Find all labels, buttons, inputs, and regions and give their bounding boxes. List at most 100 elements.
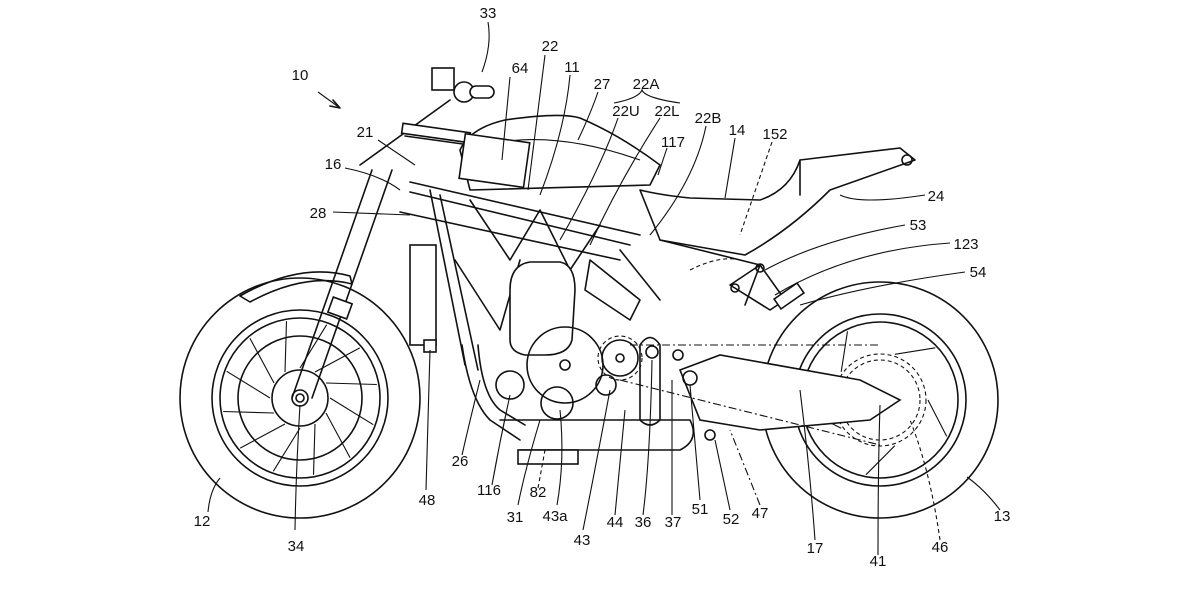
leader-43 — [582, 389, 611, 531]
label-47: 47 — [752, 505, 769, 522]
fork-tube-rear — [311, 169, 393, 399]
frame-pivot-plate — [619, 249, 661, 301]
engine-boss — [495, 370, 525, 400]
leader-53 — [764, 224, 906, 271]
leader-27 — [577, 91, 599, 141]
leader-10 — [317, 91, 341, 109]
spoke — [226, 370, 271, 399]
leader-36 — [642, 359, 653, 516]
reference-labels: 10 33 64 22 11 27 22A 22U 22L 22B 14 152… — [194, 5, 1011, 570]
label-22L: 22L — [654, 103, 679, 120]
label-22: 22 — [542, 38, 559, 55]
leader-54 — [799, 271, 966, 306]
crank-center — [559, 359, 571, 371]
fork-tube-front — [291, 169, 373, 399]
leader-33 — [481, 21, 490, 73]
label-28: 28 — [310, 205, 327, 222]
engine — [495, 259, 695, 465]
linkage-pivot — [645, 345, 659, 359]
handlebar-grip — [469, 85, 495, 99]
front-spokes — [223, 321, 377, 475]
fork-clamp-lower — [326, 296, 354, 320]
drive-sprocket-teeth — [597, 335, 643, 381]
frame-upper-rail-2 — [409, 181, 641, 236]
cylinder-head — [584, 259, 641, 321]
label-41: 41 — [870, 553, 887, 570]
label-152: 152 — [762, 126, 787, 143]
leader-17 — [799, 389, 816, 541]
bracket-bolt-2 — [730, 283, 740, 293]
label-36: 36 — [635, 514, 652, 531]
label-11: 11 — [564, 59, 580, 76]
frame-truss — [469, 199, 601, 271]
exhaust-header — [461, 344, 521, 441]
spoke — [894, 347, 936, 355]
leader-41 — [877, 404, 881, 556]
shock-mount — [704, 429, 716, 441]
air-box — [458, 132, 531, 189]
label-54: 54 — [970, 264, 987, 281]
front-wheel — [179, 271, 421, 519]
label-10: 10 — [292, 67, 309, 84]
label-22U: 22U — [612, 103, 640, 120]
leader-31 — [517, 419, 541, 506]
front-brake-disc — [237, 335, 363, 461]
leader-22L — [589, 117, 661, 246]
label-22B: 22B — [695, 110, 722, 127]
chain-lower — [619, 379, 881, 446]
label-13: 13 — [994, 508, 1011, 525]
fuel-tank — [459, 114, 661, 191]
label-37: 37 — [665, 514, 682, 531]
cylinder-cover — [509, 261, 576, 356]
label-27: 27 — [594, 76, 611, 93]
leader-11 — [539, 74, 571, 196]
seat-and-tail — [639, 147, 916, 256]
front-rim-inner — [219, 317, 381, 479]
leader-34 — [294, 404, 301, 531]
spoke — [272, 427, 301, 472]
leader-46 — [909, 419, 941, 541]
leader-16 — [344, 167, 401, 191]
leader-24 — [839, 194, 926, 201]
label-46: 46 — [932, 539, 949, 556]
front-axle-nut — [295, 393, 305, 403]
top-bridge — [404, 135, 471, 146]
radiator — [409, 244, 437, 346]
label-22A: 22A — [633, 76, 660, 93]
spoke — [325, 412, 351, 459]
label-82: 82 — [530, 484, 547, 501]
pivot-bolt — [672, 349, 684, 361]
label-24: 24 — [928, 188, 945, 205]
skid-plate — [517, 449, 579, 465]
leader-123 — [774, 242, 951, 296]
spoke — [239, 423, 286, 449]
brace-22A — [613, 88, 681, 104]
engine-bottom — [499, 419, 695, 451]
label-52: 52 — [723, 511, 740, 528]
drive-sprocket-center — [615, 353, 625, 363]
leader-152 — [739, 141, 773, 236]
leader-lines — [207, 21, 1001, 556]
leader-47 — [729, 429, 761, 506]
tail-light-mount — [901, 154, 913, 166]
leader-26 — [461, 379, 481, 456]
label-123: 123 — [953, 236, 978, 253]
leader-14 — [724, 137, 736, 199]
label-31: 31 — [507, 509, 524, 526]
bracket-bolt-1 — [755, 263, 765, 273]
label-44: 44 — [607, 514, 624, 531]
label-64: 64 — [512, 60, 529, 77]
leader-48 — [425, 349, 431, 491]
frame-down-tube — [429, 189, 466, 366]
exhaust-header-2 — [477, 344, 526, 426]
front-fork — [291, 67, 495, 399]
label-17: 17 — [807, 540, 824, 557]
label-12: 12 — [194, 513, 211, 530]
label-117: 117 — [661, 134, 685, 151]
rear-sprocket-inner — [839, 359, 921, 441]
spoke — [329, 397, 374, 426]
linkage-arm — [639, 336, 661, 426]
hidden-line — [689, 258, 741, 271]
drive-sprocket-outer — [601, 339, 639, 377]
